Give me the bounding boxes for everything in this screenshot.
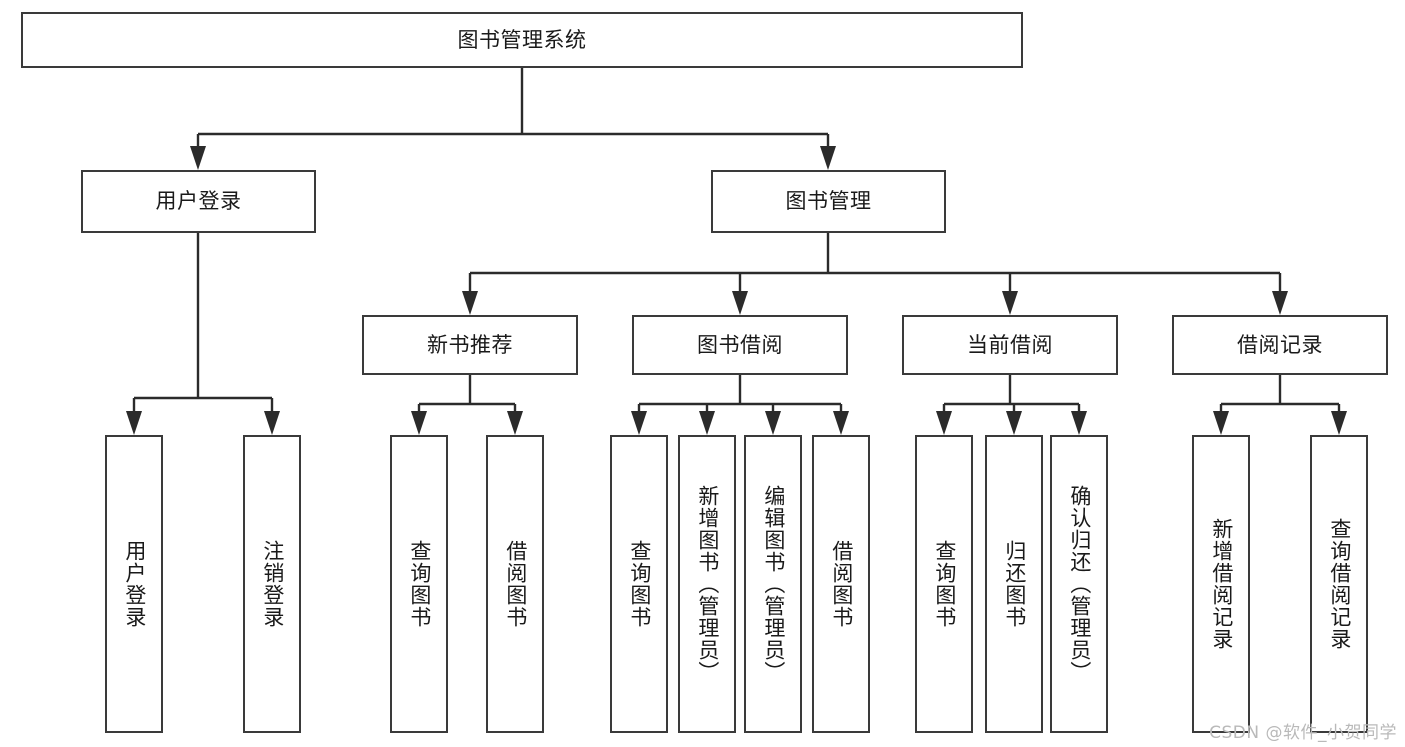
leaf-label: 借阅图书 (829, 540, 854, 628)
node-current-borrow-label: 当前借阅 (967, 332, 1053, 357)
node-book-borrow[interactable]: 图书借阅 (632, 315, 848, 375)
arrowhead-l32-leaf-4 (833, 411, 849, 435)
leaf-label: 注销登录 (260, 540, 285, 628)
node-root[interactable]: 图书管理系统 (21, 12, 1023, 68)
node-book-borrow-label: 图书借阅 (697, 332, 783, 357)
leaf-current-query-book[interactable]: 查询图书 (915, 435, 973, 733)
leaf-label: 确认归还（管理员） (1067, 485, 1092, 683)
arrowhead-book-manage (820, 146, 836, 170)
node-root-label: 图书管理系统 (457, 27, 587, 52)
arrowhead-l34-leaf-1 (1213, 411, 1229, 435)
arrowhead-ul-leaf-2 (264, 411, 280, 435)
leaf-label: 用户登录 (122, 540, 147, 628)
arrowhead-l33-leaf-2 (1006, 411, 1022, 435)
leaf-current-confirm-return-admin[interactable]: 确认归还（管理员） (1050, 435, 1108, 733)
arrowhead-l34-leaf-2 (1331, 411, 1347, 435)
node-borrow-record-label: 借阅记录 (1237, 332, 1323, 357)
leaf-borrow-borrow-book[interactable]: 借阅图书 (812, 435, 870, 733)
arrowhead-l32-leaf-2 (699, 411, 715, 435)
leaf-borrow-edit-book-admin[interactable]: 编辑图书（管理员） (744, 435, 802, 733)
leaf-label: 查询图书 (407, 540, 432, 628)
node-user-login[interactable]: 用户登录 (81, 170, 316, 233)
leaf-borrow-query-book[interactable]: 查询图书 (610, 435, 668, 733)
arrowhead-ul-leaf-1 (126, 411, 142, 435)
node-new-book-recommend-label: 新书推荐 (427, 332, 513, 357)
leaf-borrow-add-book-admin[interactable]: 新增图书（管理员） (678, 435, 736, 733)
leaf-label: 查询借阅记录 (1327, 518, 1352, 650)
leaf-label: 查询图书 (627, 540, 652, 628)
arrowhead-l3-4 (1272, 291, 1288, 315)
leaf-label: 新增图书（管理员） (695, 485, 720, 683)
leaf-record-add-record[interactable]: 新增借阅记录 (1192, 435, 1250, 733)
node-borrow-record[interactable]: 借阅记录 (1172, 315, 1388, 375)
node-book-management[interactable]: 图书管理 (711, 170, 946, 233)
node-user-login-label: 用户登录 (155, 189, 242, 214)
arrowhead-l33-leaf-3 (1071, 411, 1087, 435)
arrowhead-l31-leaf-1 (411, 411, 427, 435)
leaf-recommend-query-book[interactable]: 查询图书 (390, 435, 448, 733)
arrowhead-l31-leaf-2 (507, 411, 523, 435)
arrowhead-l32-leaf-3 (765, 411, 781, 435)
leaf-record-query-record[interactable]: 查询借阅记录 (1310, 435, 1368, 733)
leaf-label: 编辑图书（管理员） (761, 485, 786, 683)
leaf-user-login-login[interactable]: 用户登录 (105, 435, 163, 733)
leaf-recommend-borrow-book[interactable]: 借阅图书 (486, 435, 544, 733)
leaf-label: 归还图书 (1002, 540, 1027, 628)
leaf-label: 借阅图书 (503, 540, 528, 628)
arrowhead-user-login (190, 146, 206, 170)
node-book-management-label: 图书管理 (785, 189, 872, 214)
node-new-book-recommend[interactable]: 新书推荐 (362, 315, 578, 375)
arrowhead-l3-2 (732, 291, 748, 315)
arrowhead-l3-1 (462, 291, 478, 315)
leaf-current-return-book[interactable]: 归还图书 (985, 435, 1043, 733)
csdn-watermark: CSDN @软件_小贺同学 (1209, 723, 1397, 743)
leaf-user-login-logout[interactable]: 注销登录 (243, 435, 301, 733)
node-current-borrow[interactable]: 当前借阅 (902, 315, 1118, 375)
arrowhead-l32-leaf-1 (631, 411, 647, 435)
leaf-label: 查询图书 (932, 540, 957, 628)
arrowhead-l33-leaf-1 (936, 411, 952, 435)
arrowhead-l3-3 (1002, 291, 1018, 315)
leaf-label: 新增借阅记录 (1209, 518, 1234, 650)
